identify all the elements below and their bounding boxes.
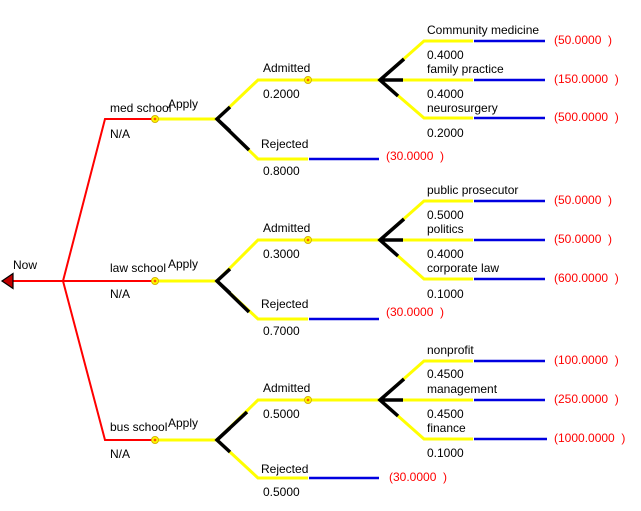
career-name: management [427,382,498,396]
admitted-label: Admitted [263,221,311,235]
career-payoff-value: (100.0000 ) [554,353,619,367]
branch-value-label: N/A [110,127,131,141]
rejected-prob: 0.5000 [263,485,300,499]
branch-value-label: N/A [110,287,131,301]
career-prob: 0.1000 [427,287,464,301]
career-payoff-value: (50.0000 ) [554,193,613,207]
career-prob: 0.4000 [427,87,464,101]
rejected-label: Rejected [261,137,309,151]
career-name: public prosecutor [427,183,519,197]
root-arrow-icon[interactable] [0,272,14,290]
career-prob: 0.2000 [427,126,464,140]
career-payoff-value: (600.0000 ) [554,271,619,285]
branch-name-bus-school: bus school [110,420,168,434]
career-payoff-value: (150.0000 ) [554,72,619,86]
admitted-prob: 0.3000 [263,247,300,261]
branch-dot-icon[interactable] [304,236,312,244]
rejected-label: Rejected [261,462,309,476]
career-payoff-value: (1000.0000 ) [554,431,626,445]
rejected-payoff-value: (30.0000 ) [386,149,445,163]
rejected-prob: 0.8000 [263,164,300,178]
decision-arm [215,279,251,314]
branch-dot-icon[interactable] [151,115,159,123]
career-name: neurosurgery [427,101,498,115]
branch-action-label: Apply [168,257,199,271]
career-name: nonprofit [427,343,474,357]
career-prob: 0.1000 [427,446,464,460]
branch-action-label: Apply [168,416,199,430]
root-label: Now [13,258,38,272]
admitted-label: Admitted [263,381,311,395]
branch-lines [155,39,473,480]
career-prob: 0.4000 [427,48,464,62]
decision-arm [215,117,251,152]
career-prob: 0.4000 [427,247,464,261]
career-prob: 0.5000 [427,208,464,222]
branch-dot-icon[interactable] [304,396,312,404]
branch-dot-icon[interactable] [151,277,159,285]
rejected-prob: 0.7000 [263,324,300,338]
branch-dot-icon[interactable] [151,436,159,444]
branch-action-label: Apply [168,97,199,111]
root-branch-lines [13,118,155,441]
rejected-label: Rejected [261,297,309,311]
career-payoff-value: (50.0000 ) [554,33,613,47]
career-payoff-value: (250.0000 ) [554,392,619,406]
career-name: family practice [427,62,504,76]
branch-dot-icon[interactable] [304,76,312,84]
career-name: corporate law [427,261,500,275]
branch-name-law-school: law school [110,261,167,275]
chance-node-icon[interactable] [377,57,406,98]
rejected-payoff-value: (30.0000 ) [386,305,445,319]
career-prob: 0.4500 [427,407,464,421]
admitted-label: Admitted [263,61,311,75]
admitted-prob: 0.2000 [263,87,300,101]
branch-dots [151,76,312,444]
career-payoff-value: (500.0000 ) [554,110,619,124]
decision-arm [215,410,249,442]
career-prob: 0.4500 [427,367,464,381]
chance-node-icon[interactable] [377,217,406,258]
admitted-prob: 0.5000 [263,407,300,421]
career-name: politics [427,222,464,236]
chance-node-icon[interactable] [377,377,406,418]
rejected-payoff-value: (30.0000 ) [389,470,448,484]
career-name: finance [427,421,466,435]
branch-name-med-school: med school [110,101,172,115]
branch-value-label: N/A [110,447,131,461]
career-payoff-value: (50.0000 ) [554,232,613,246]
terminal-lines [309,39,547,480]
career-name: Community medicine [427,23,540,37]
